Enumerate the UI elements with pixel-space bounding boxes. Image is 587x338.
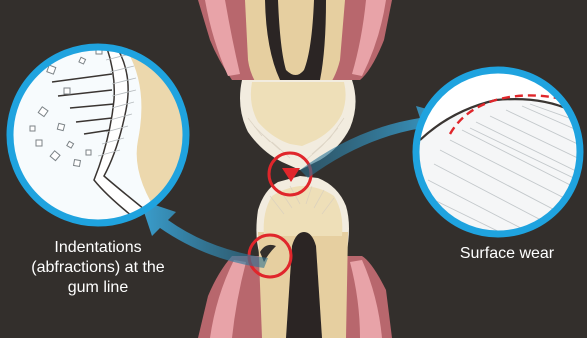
wear-magnifier	[416, 70, 587, 240]
abfraction-magnifier	[10, 40, 200, 230]
abfraction-caption-line2: (abfractions) at the	[18, 258, 178, 278]
abfraction-caption: Indentations (abfractions) at the gum li…	[18, 238, 178, 298]
abfraction-caption-line1: Indentations	[18, 238, 178, 258]
abfraction-caption-line3: gum line	[18, 278, 178, 298]
wear-caption: Surface wear	[432, 244, 582, 264]
